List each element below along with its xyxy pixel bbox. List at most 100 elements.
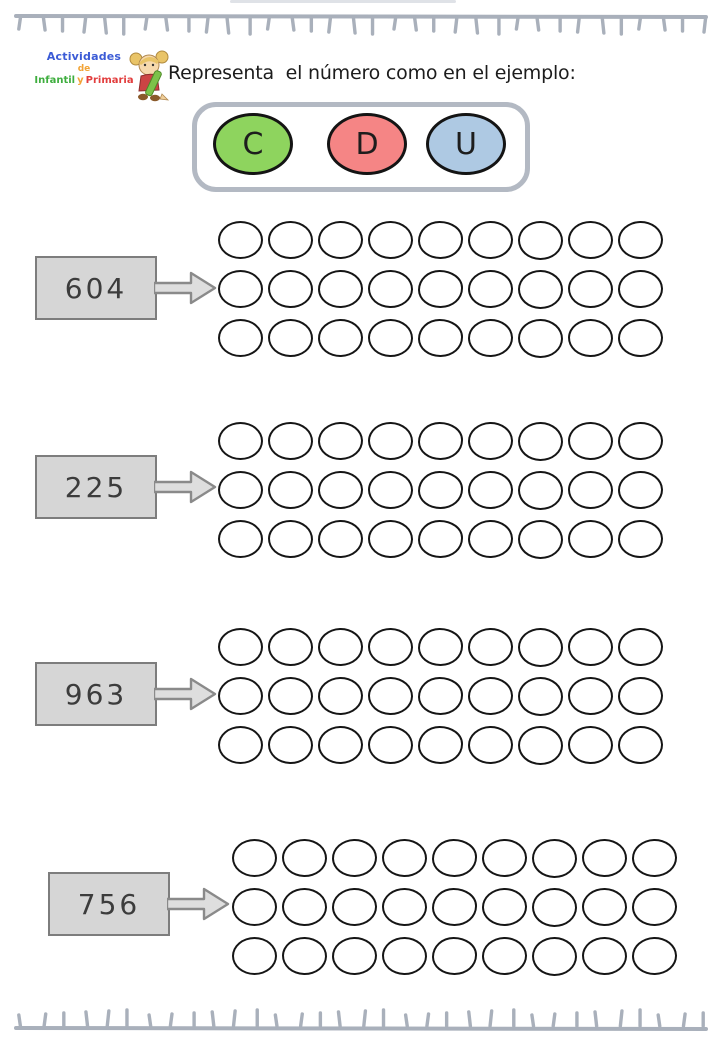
counting-oval[interactable] [317, 519, 364, 559]
counting-oval[interactable] [367, 627, 414, 667]
counting-oval[interactable] [467, 470, 514, 510]
counting-oval[interactable] [581, 838, 628, 878]
counting-oval[interactable] [267, 421, 314, 461]
counting-oval[interactable] [467, 421, 514, 461]
counting-oval[interactable] [531, 936, 578, 977]
counting-oval[interactable] [432, 937, 477, 975]
counting-oval[interactable] [317, 421, 364, 461]
counting-oval[interactable] [317, 725, 364, 765]
counting-oval[interactable] [418, 520, 463, 558]
counting-oval[interactable] [218, 677, 263, 715]
counting-oval[interactable] [418, 319, 463, 357]
counting-oval[interactable] [232, 888, 277, 926]
counting-oval[interactable] [418, 221, 463, 259]
counting-oval[interactable] [517, 318, 564, 359]
counting-oval[interactable] [418, 628, 463, 666]
counting-oval[interactable] [567, 318, 614, 358]
counting-oval[interactable] [267, 519, 314, 559]
counting-oval[interactable] [218, 520, 263, 558]
counting-oval[interactable] [567, 519, 614, 559]
counting-oval[interactable] [267, 470, 314, 510]
counting-oval[interactable] [317, 318, 364, 358]
counting-oval[interactable] [367, 519, 414, 559]
counting-oval[interactable] [317, 220, 364, 260]
counting-oval[interactable] [467, 725, 514, 765]
counting-oval[interactable] [567, 220, 614, 260]
counting-oval[interactable] [432, 839, 477, 877]
counting-oval[interactable] [367, 269, 414, 309]
counting-oval[interactable] [367, 220, 414, 260]
counting-oval[interactable] [381, 887, 428, 927]
counting-oval[interactable] [367, 676, 414, 716]
counting-oval[interactable] [481, 838, 528, 878]
counting-oval[interactable] [218, 221, 263, 259]
counting-oval[interactable] [218, 628, 263, 666]
counting-oval[interactable] [517, 269, 564, 310]
counting-oval[interactable] [581, 936, 628, 976]
counting-oval[interactable] [467, 676, 514, 716]
counting-oval[interactable] [281, 936, 328, 976]
counting-oval[interactable] [367, 421, 414, 461]
counting-oval[interactable] [581, 887, 628, 927]
counting-oval[interactable] [281, 838, 328, 878]
counting-oval[interactable] [617, 676, 664, 716]
counting-oval[interactable] [418, 677, 463, 715]
counting-oval[interactable] [467, 220, 514, 260]
counting-oval[interactable] [517, 421, 564, 462]
counting-oval[interactable] [631, 838, 678, 878]
counting-oval[interactable] [481, 887, 528, 927]
counting-oval[interactable] [232, 839, 277, 877]
counting-oval[interactable] [317, 627, 364, 667]
counting-oval[interactable] [617, 269, 664, 309]
counting-oval[interactable] [317, 470, 364, 510]
counting-oval[interactable] [567, 470, 614, 510]
counting-oval[interactable] [267, 269, 314, 309]
counting-oval[interactable] [617, 519, 664, 559]
counting-oval[interactable] [617, 470, 664, 510]
counting-oval[interactable] [418, 422, 463, 460]
counting-oval[interactable] [481, 936, 528, 976]
counting-oval[interactable] [567, 725, 614, 765]
counting-oval[interactable] [331, 838, 378, 878]
counting-oval[interactable] [517, 220, 564, 261]
counting-oval[interactable] [531, 887, 578, 928]
counting-oval[interactable] [567, 421, 614, 461]
counting-oval[interactable] [331, 936, 378, 976]
counting-oval[interactable] [531, 838, 578, 879]
counting-oval[interactable] [432, 888, 477, 926]
counting-oval[interactable] [517, 676, 564, 717]
counting-oval[interactable] [467, 627, 514, 667]
counting-oval[interactable] [631, 936, 678, 976]
counting-oval[interactable] [418, 726, 463, 764]
counting-oval[interactable] [418, 270, 463, 308]
counting-oval[interactable] [517, 519, 564, 560]
counting-oval[interactable] [517, 470, 564, 511]
counting-oval[interactable] [617, 725, 664, 765]
counting-oval[interactable] [218, 471, 263, 509]
counting-oval[interactable] [617, 421, 664, 461]
counting-oval[interactable] [267, 220, 314, 260]
counting-oval[interactable] [467, 269, 514, 309]
counting-oval[interactable] [567, 627, 614, 667]
counting-oval[interactable] [218, 726, 263, 764]
counting-oval[interactable] [331, 887, 378, 927]
counting-oval[interactable] [517, 627, 564, 668]
counting-oval[interactable] [467, 519, 514, 559]
counting-oval[interactable] [567, 676, 614, 716]
counting-oval[interactable] [418, 471, 463, 509]
counting-oval[interactable] [381, 838, 428, 878]
counting-oval[interactable] [218, 270, 263, 308]
counting-oval[interactable] [617, 318, 664, 358]
counting-oval[interactable] [267, 676, 314, 716]
counting-oval[interactable] [232, 937, 277, 975]
counting-oval[interactable] [467, 318, 514, 358]
counting-oval[interactable] [617, 220, 664, 260]
counting-oval[interactable] [267, 318, 314, 358]
counting-oval[interactable] [367, 470, 414, 510]
counting-oval[interactable] [267, 725, 314, 765]
counting-oval[interactable] [381, 936, 428, 976]
counting-oval[interactable] [317, 676, 364, 716]
counting-oval[interactable] [317, 269, 364, 309]
counting-oval[interactable] [567, 269, 614, 309]
counting-oval[interactable] [367, 725, 414, 765]
